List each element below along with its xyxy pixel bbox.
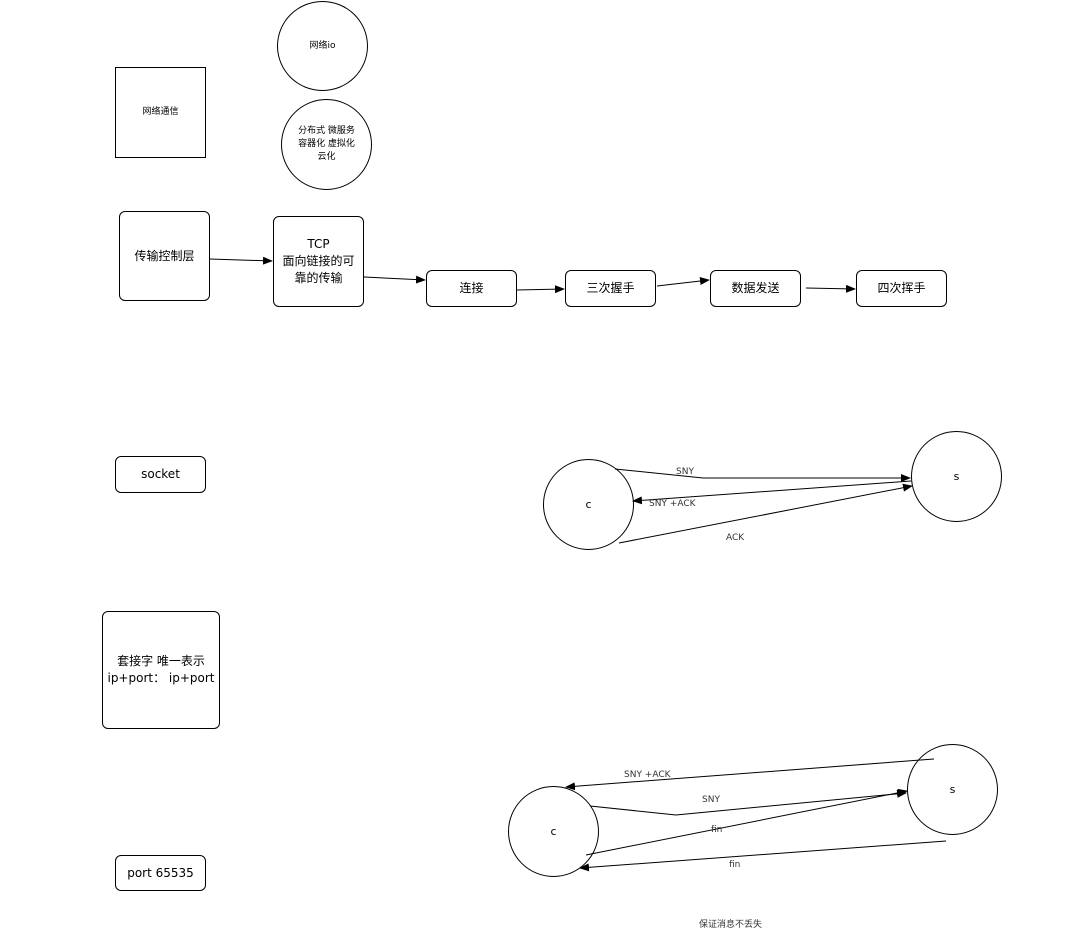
client-label-wave: c <box>550 825 557 838</box>
network-io-circle[interactable]: 网络io <box>277 1 368 91</box>
label-handshake-sny-ack: SNY +ACK <box>649 499 697 509</box>
edge-handshake-sny-ack <box>632 480 912 505</box>
network-io-label: 网络io <box>309 40 336 51</box>
client-circle-wave[interactable]: c <box>508 786 599 877</box>
edge-wave-fin-2 <box>579 840 947 872</box>
server-label-handshake: s <box>953 470 960 483</box>
three-way-handshake-box[interactable]: 三次握手 <box>565 270 656 307</box>
data-send-label: 数据发送 <box>731 281 780 295</box>
four-way-wave-box[interactable]: 四次挥手 <box>856 270 947 307</box>
network-communication-box[interactable]: 网络通信 <box>115 67 206 158</box>
server-circle-wave[interactable]: s <box>907 744 998 835</box>
socket-description-label: 套接字 唯一表示 ip+port： ip+port <box>107 654 215 685</box>
transport-layer-label: 传输控制层 <box>134 248 195 263</box>
edge-wave-sny <box>589 789 907 816</box>
distributed-label: 分布式 微服务 容器化 虚拟化 云化 <box>298 126 355 162</box>
transport-layer-box[interactable]: 传输控制层 <box>119 211 210 301</box>
label-handshake-ack: ACK <box>726 533 745 543</box>
label-handshake-sny: SNY <box>676 467 694 477</box>
data-send-box[interactable]: 数据发送 <box>710 270 801 307</box>
edge-wave-sny-ack <box>565 758 935 791</box>
client-label-handshake: c <box>585 498 592 511</box>
label-wave-sny: SNY <box>702 795 720 805</box>
edge-three-way-to-data-send <box>656 277 710 287</box>
client-circle-handshake[interactable]: c <box>543 459 634 550</box>
edge-data-send-to-four-way <box>805 284 856 293</box>
edge-tcp-to-connect <box>363 275 426 284</box>
label-wave-sny-ack: SNY +ACK <box>624 770 672 780</box>
connect-label: 连接 <box>459 281 484 295</box>
server-label-wave: s <box>949 783 956 796</box>
network-communication-label: 网络通信 <box>142 107 179 117</box>
connect-box[interactable]: 连接 <box>426 270 517 307</box>
edge-handshake-sny <box>614 468 911 482</box>
port-label: port 65535 <box>127 865 194 880</box>
four-way-wave-label: 四次挥手 <box>877 281 926 295</box>
tcp-box[interactable]: TCP 面向链接的可 靠的传输 <box>273 216 364 307</box>
port-box[interactable]: port 65535 <box>115 855 206 891</box>
note-no-message-loss: 保证消息不丢失 <box>699 920 763 930</box>
distributed-circle[interactable]: 分布式 微服务 容器化 虚拟化 云化 <box>281 99 372 190</box>
tcp-label: TCP 面向链接的可 靠的传输 <box>282 237 355 285</box>
edge-wave-fin-1 <box>585 788 908 856</box>
socket-label: socket <box>141 467 180 481</box>
server-circle-handshake[interactable]: s <box>911 431 1002 522</box>
label-wave-fin-2: fin <box>729 860 740 870</box>
label-wave-fin-1: fin <box>711 825 722 835</box>
edge-connect-to-three-way <box>516 285 565 294</box>
socket-box[interactable]: socket <box>115 456 206 493</box>
socket-description-box[interactable]: 套接字 唯一表示 ip+port： ip+port <box>102 611 220 729</box>
edge-handshake-ack <box>618 483 913 544</box>
three-way-handshake-label: 三次握手 <box>586 281 635 295</box>
edge-transport-to-tcp <box>209 256 273 265</box>
